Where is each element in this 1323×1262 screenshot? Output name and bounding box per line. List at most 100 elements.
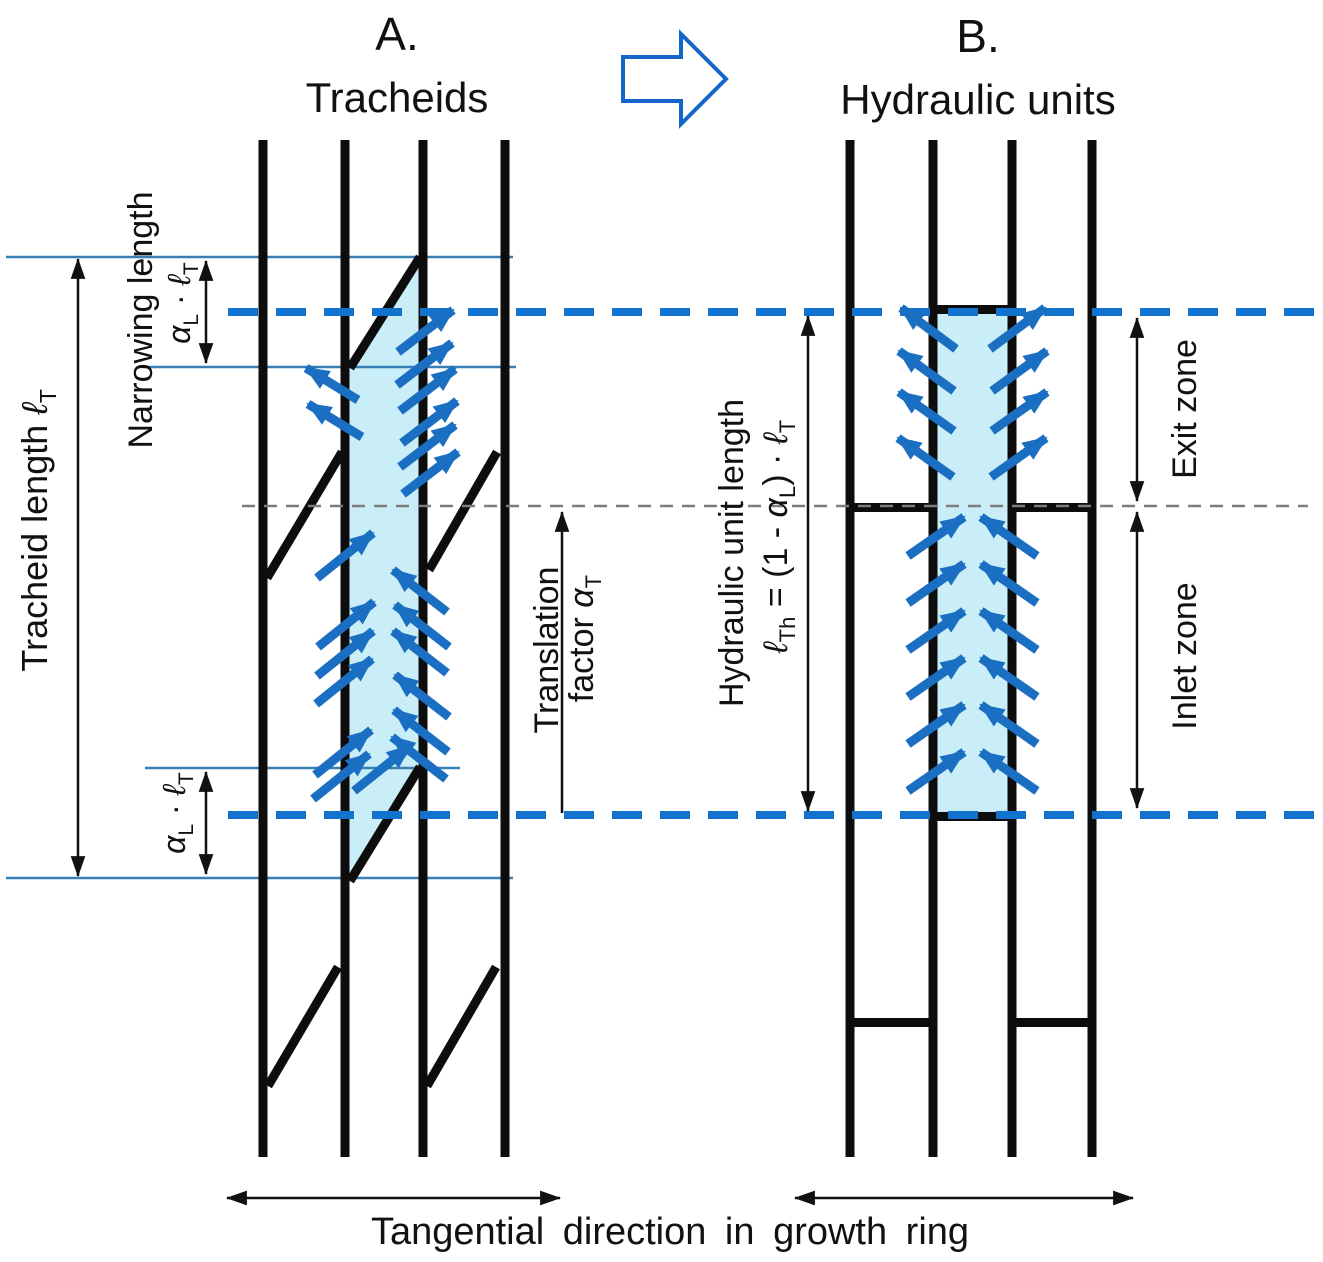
ell-symbol: ℓ — [757, 640, 795, 654]
panel-b-title: Hydraulic units — [840, 76, 1115, 123]
alpha-symbol: α — [156, 835, 192, 854]
flow-arrow — [310, 750, 372, 803]
dimension-arrows — [70, 257, 1145, 1206]
svg-text:factor αT: factor αT — [563, 528, 609, 769]
inlet-zone-label: Inlet zone — [1166, 582, 1204, 729]
flow-arrow — [313, 655, 375, 708]
equals-open-paren: = (1 - — [757, 517, 795, 616]
flow-arrow — [397, 421, 458, 471]
factor-text: factor — [563, 608, 601, 702]
exit-zone-arrows-right — [987, 304, 1050, 481]
flow-arrow — [395, 306, 456, 356]
dot-operator: · — [161, 286, 197, 314]
panel-b-letter: B. — [956, 10, 999, 62]
exit-flow-arrows-left — [303, 364, 365, 441]
inlet-flow-arrows-right — [389, 566, 452, 783]
hydraulic-unit-length-formula: ℓTh = (1 - αL) · ℓT — [757, 373, 803, 720]
svg-text:αL · ℓT: αL · ℓT — [156, 728, 200, 916]
flow-arrow — [315, 598, 377, 651]
flow-arrow — [392, 601, 452, 651]
tangential-axis-label: Tangential direction in growth ring — [371, 1211, 969, 1253]
neighbor-unit-end-wall — [848, 1018, 935, 1027]
tracheid-tip-diagonal — [264, 964, 342, 1089]
svg-text:Translation: Translation — [528, 567, 566, 734]
lower-narrowing-formula-label: αL · ℓT — [156, 728, 200, 916]
flow-arrow — [989, 388, 1050, 435]
flow-arrow — [392, 671, 452, 721]
flow-arrow — [400, 448, 461, 498]
ell-symbol: ℓ — [161, 274, 197, 287]
flow-arrow — [905, 654, 967, 701]
flow-arrow — [905, 748, 967, 795]
flow-arrow — [896, 347, 957, 395]
transform-arrow-icon — [621, 29, 729, 129]
flow-arrow — [394, 339, 455, 389]
flow-arrow — [898, 304, 959, 353]
flow-arrow — [989, 347, 1050, 395]
flow-arrow — [978, 748, 1040, 795]
translation-factor-label-line1: Translation — [528, 567, 566, 734]
svg-text:αL · ℓT: αL · ℓT — [161, 218, 205, 406]
hydraulic-unit-length-label: Hydraulic unit length — [713, 399, 751, 707]
narrowing-length-label: Narrowing length — [122, 191, 160, 448]
svg-text:Exit zone: Exit zone — [1166, 339, 1204, 479]
ell-symbol: ℓ — [156, 784, 192, 797]
flow-arrow — [988, 434, 1049, 481]
svg-text:Narrowing length: Narrowing length — [122, 191, 160, 448]
neighbor-unit-end-wall — [1010, 503, 1094, 512]
flow-arrow — [905, 560, 967, 607]
translation-factor-label-line2: factor αT — [563, 528, 609, 769]
flow-arrow — [905, 513, 967, 560]
flow-arrow — [397, 365, 458, 415]
subscript: L — [180, 314, 203, 326]
tracheid-tip-diagonal — [423, 964, 500, 1089]
inlet-zone-arrows-right — [978, 513, 1040, 795]
svg-text:Tracheid length ℓT: Tracheid length ℓT — [14, 339, 64, 741]
flow-arrow — [987, 304, 1048, 353]
alpha-symbol: α — [563, 587, 601, 608]
neighbor-unit-end-wall — [1010, 1018, 1094, 1027]
close-paren-dot: ) · — [757, 444, 795, 486]
flow-arrow — [390, 566, 450, 616]
tracheid-tip-diagonal — [346, 764, 424, 884]
flow-arrow — [389, 733, 449, 783]
tracheid-tip-diagonal — [425, 449, 501, 573]
subscript: T — [581, 575, 606, 588]
flow-arrow — [390, 627, 450, 677]
ell-symbol: ℓ — [14, 401, 55, 416]
ell-symbol: ℓ — [757, 431, 795, 445]
tracheid-length-text: Tracheid length — [14, 415, 55, 672]
flow-arrow — [305, 400, 365, 441]
flow-arrow — [905, 701, 967, 748]
exit-flow-arrows-right — [394, 306, 461, 498]
exit-zone-arrows-left — [895, 304, 959, 481]
flow-arrow — [312, 726, 374, 779]
panel-a-flow-arrows — [303, 306, 461, 803]
alpha-symbol: α — [161, 325, 197, 344]
upper-narrowing-formula-label: αL · ℓT — [161, 218, 205, 406]
flow-arrow — [905, 607, 967, 654]
flow-arrow — [978, 701, 1040, 748]
flow-arrow — [391, 706, 451, 756]
flow-arrow — [978, 654, 1040, 701]
flow-arrow — [978, 560, 1040, 607]
svg-text:Hydraulic unit length: Hydraulic unit length — [713, 399, 751, 707]
flow-arrow — [314, 529, 376, 582]
subscript: T — [180, 262, 203, 275]
flow-arrow — [978, 607, 1040, 654]
dot-operator: · — [156, 796, 192, 824]
exit-zone-label: Exit zone — [1166, 339, 1204, 479]
panel-a-title: Tracheids — [306, 74, 489, 121]
subscript: T — [175, 772, 198, 785]
flow-arrow — [895, 434, 956, 481]
subscript: T — [35, 389, 61, 403]
subscript: L — [175, 824, 198, 836]
subscript: Th — [775, 617, 800, 643]
inlet-zone-arrows-left — [905, 513, 967, 795]
svg-text:ℓTh = (1 - αL) · ℓT: ℓTh = (1 - αL) · ℓT — [757, 373, 803, 720]
alpha-symbol: α — [757, 496, 795, 517]
subscript: T — [775, 420, 800, 433]
panel-a-letter: A. — [375, 8, 418, 60]
